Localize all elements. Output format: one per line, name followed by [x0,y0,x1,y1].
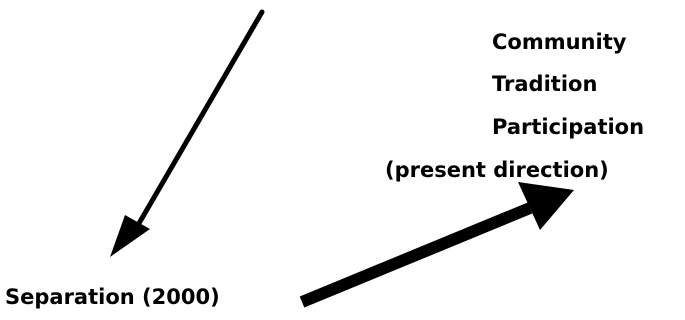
arrow-down-to-separation [110,9,265,257]
label-separation: Separation (2000) [5,285,220,309]
label-tradition: Tradition [492,72,598,96]
label-community: Community [492,30,627,54]
label-present-direction: (present direction) [385,158,609,182]
label-participation: Participation [492,115,645,139]
arrow-up-to-present-direction [299,182,574,308]
